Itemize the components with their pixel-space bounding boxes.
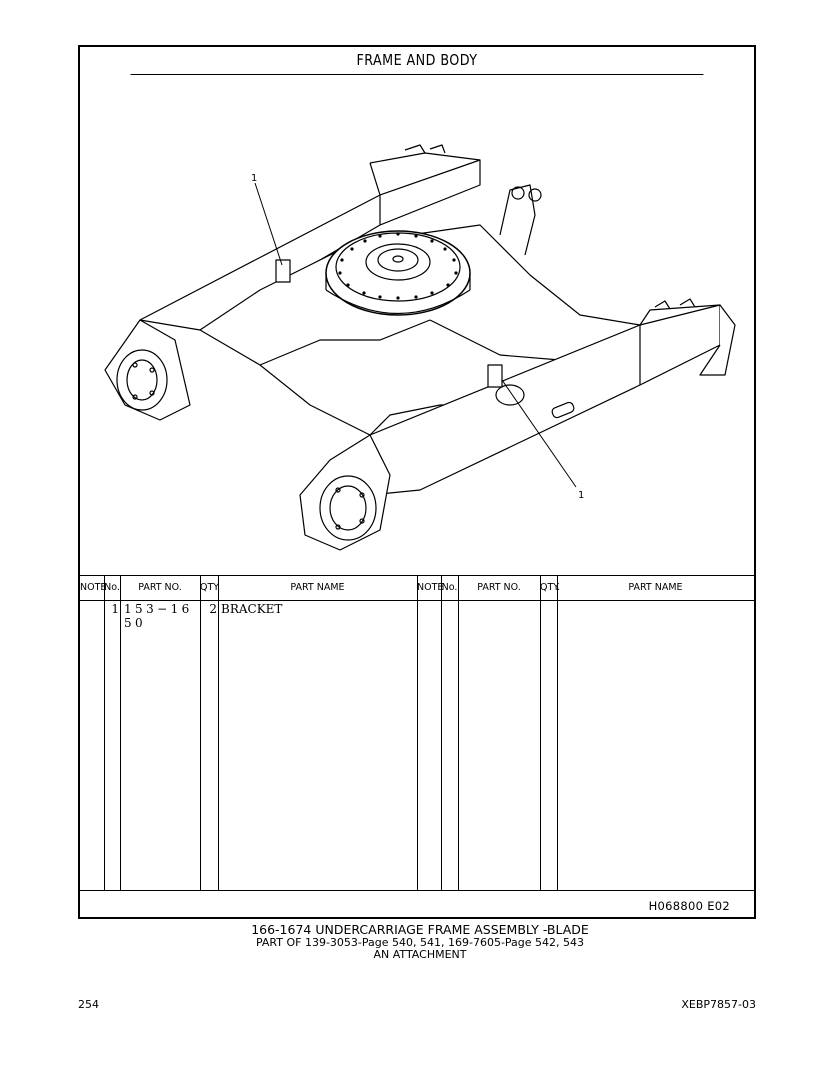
caption-attachment: AN ATTACHMENT — [373, 948, 467, 961]
page-number: 254 — [78, 998, 99, 1011]
parts-page-frame: FRAME AND BODY — [78, 45, 756, 919]
document-number: XEBP7857-03 — [681, 998, 756, 1011]
row-part-number: 1 5 3 − 1 6 5 0 — [124, 602, 190, 630]
callout-label: 1 — [578, 490, 584, 501]
callout-label: 1 — [251, 173, 257, 184]
caption-part-of: PART OF 139-3053-Page 540, 541, 169-7605… — [255, 936, 585, 949]
page-title: FRAME AND BODY — [130, 47, 704, 75]
header-no-2: No. — [441, 582, 458, 593]
header-no: No. — [104, 582, 120, 593]
drawing-code: H068800 E02 — [648, 899, 730, 913]
undercarriage-frame-illustration: 1 1 — [104, 144, 736, 551]
header-note: NOTE — [80, 582, 107, 593]
row-quantity: 2 — [209, 602, 217, 616]
header-qty: QTY. — [200, 582, 221, 593]
parts-table: NOTE No. PART NO. QTY. PART NAME NOTE No… — [80, 575, 754, 891]
header-part-no-2: PART NO. — [477, 582, 521, 593]
header-note-2: NOTE — [417, 582, 444, 593]
row-part-name: BRACKET — [221, 602, 283, 616]
header-qty-2: QTY. — [540, 582, 561, 593]
row-item-number: 1 — [111, 602, 119, 616]
header-part-name: PART NAME — [290, 582, 345, 593]
header-part-name-2: PART NAME — [628, 582, 683, 593]
caption-title: 166-1674 UNDERCARRIAGE FRAME ASSEMBLY -B… — [251, 922, 589, 937]
header-part-no: PART NO. — [138, 582, 182, 593]
